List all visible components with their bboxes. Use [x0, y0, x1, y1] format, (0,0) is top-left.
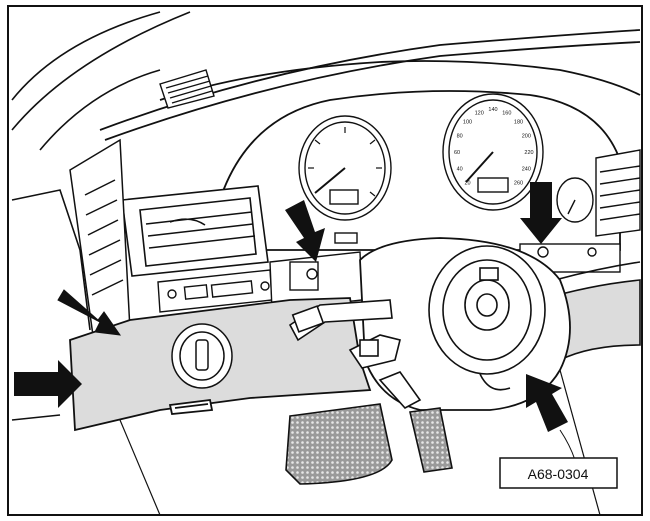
turn-signal-stalk	[288, 299, 393, 342]
a-pillar	[11, 11, 191, 421]
speedometer-tick-label: 180	[514, 120, 523, 126]
speedometer-tick-label: 260	[514, 180, 523, 186]
speedometer-tick-label: 140	[488, 107, 497, 113]
speedometer-tick-label: 160	[502, 110, 511, 116]
defroster-vent	[159, 69, 215, 109]
arrow-right-screw	[520, 182, 562, 244]
column-lever	[378, 371, 422, 410]
arrow-lower-left-clip	[14, 360, 82, 408]
tachometer	[298, 115, 392, 221]
arrow-center-screw	[285, 200, 325, 262]
right-air-vent	[595, 149, 641, 237]
speedometer-tick-label: 200	[522, 134, 531, 140]
arrow-upper-left-screw	[57, 289, 122, 336]
brake-pedal	[285, 403, 393, 485]
steering-hub	[428, 245, 546, 391]
floor-lines	[119, 369, 601, 516]
speedometer-tick-label: 20	[464, 180, 470, 186]
speedometer-tick-label: 40	[457, 167, 463, 173]
speedometer-tick-label: 240	[522, 167, 531, 173]
arrow-lower-column-clip	[526, 374, 568, 432]
figure-code-text: A68-0304	[528, 466, 589, 482]
accelerator-pedal	[409, 407, 453, 473]
speedometer-tick-label: 120	[475, 110, 484, 116]
speedometer-tick-label: 80	[457, 134, 463, 140]
small-gauge-right	[556, 177, 594, 223]
left-air-vent	[121, 185, 269, 277]
figure-code-box: A68-0304	[499, 457, 618, 489]
speedometer-tick-label: 220	[524, 150, 533, 156]
speedometer-tick-label: 100	[463, 120, 472, 126]
wiper-stalk	[348, 334, 401, 369]
speedometer-tick-label: 60	[454, 150, 460, 156]
light-switch-knob	[171, 323, 233, 389]
